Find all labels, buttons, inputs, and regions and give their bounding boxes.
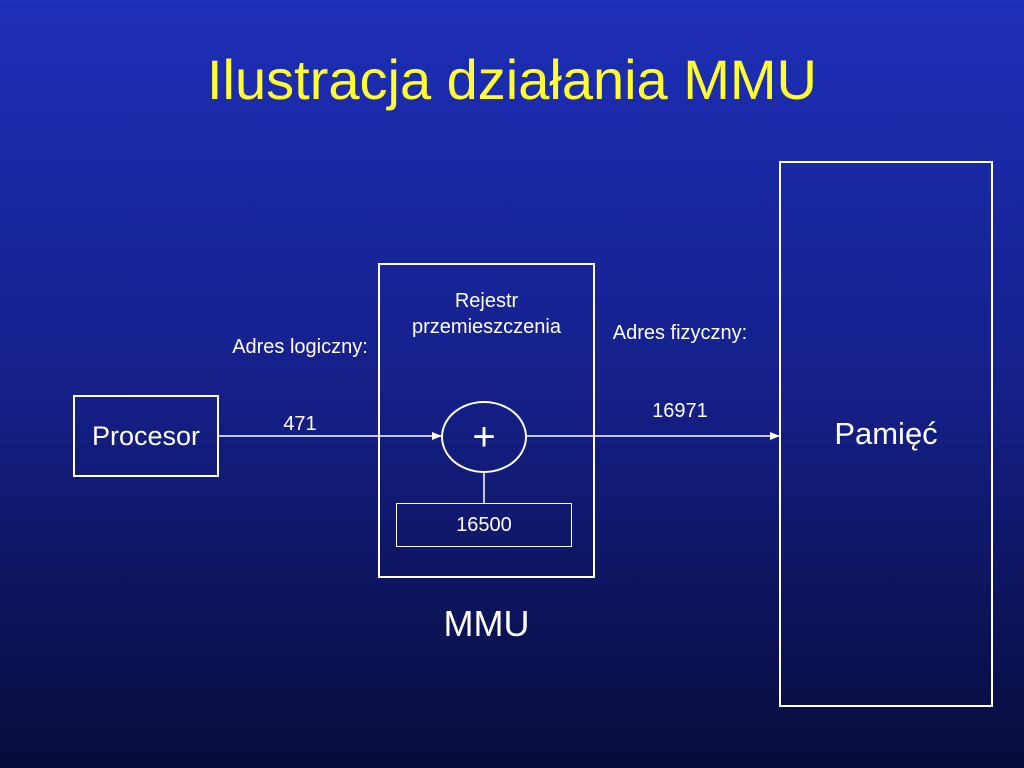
relocation-register-value-box: 16500 [396, 503, 572, 547]
processor-box: Procesor [73, 395, 219, 477]
logical-address-value: 471 [283, 413, 317, 435]
slide-title: Ilustracja działania MMU [207, 48, 817, 111]
mmu-label: MMU [443, 603, 530, 644]
logical-address-label: Adres logiczny: [232, 336, 368, 358]
relocation-register-title: Rejestr przemieszczenia [412, 290, 561, 338]
processor-label: Procesor [91, 420, 201, 451]
physical-address-value: 16971 [652, 400, 708, 422]
mmu-box [378, 263, 595, 578]
physical-address-label: Adres fizyczny: [612, 322, 748, 344]
memory-box: Pamięć [779, 161, 993, 707]
relocation-register-value: 16500 [456, 513, 512, 536]
memory-label: Pamięć [834, 416, 938, 451]
adder-circle: + [441, 401, 527, 473]
plus-icon: + [472, 415, 496, 459]
